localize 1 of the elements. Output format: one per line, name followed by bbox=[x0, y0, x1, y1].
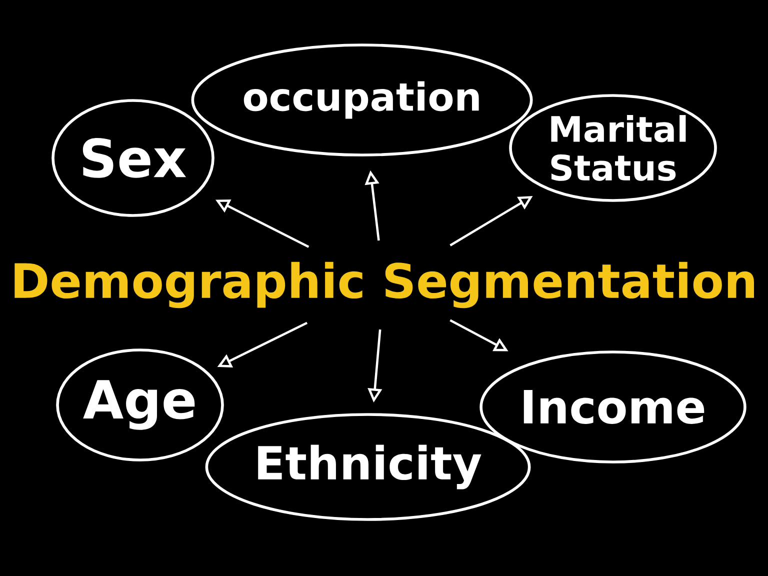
title-text: Demographic Segmentation bbox=[14, 262, 754, 308]
